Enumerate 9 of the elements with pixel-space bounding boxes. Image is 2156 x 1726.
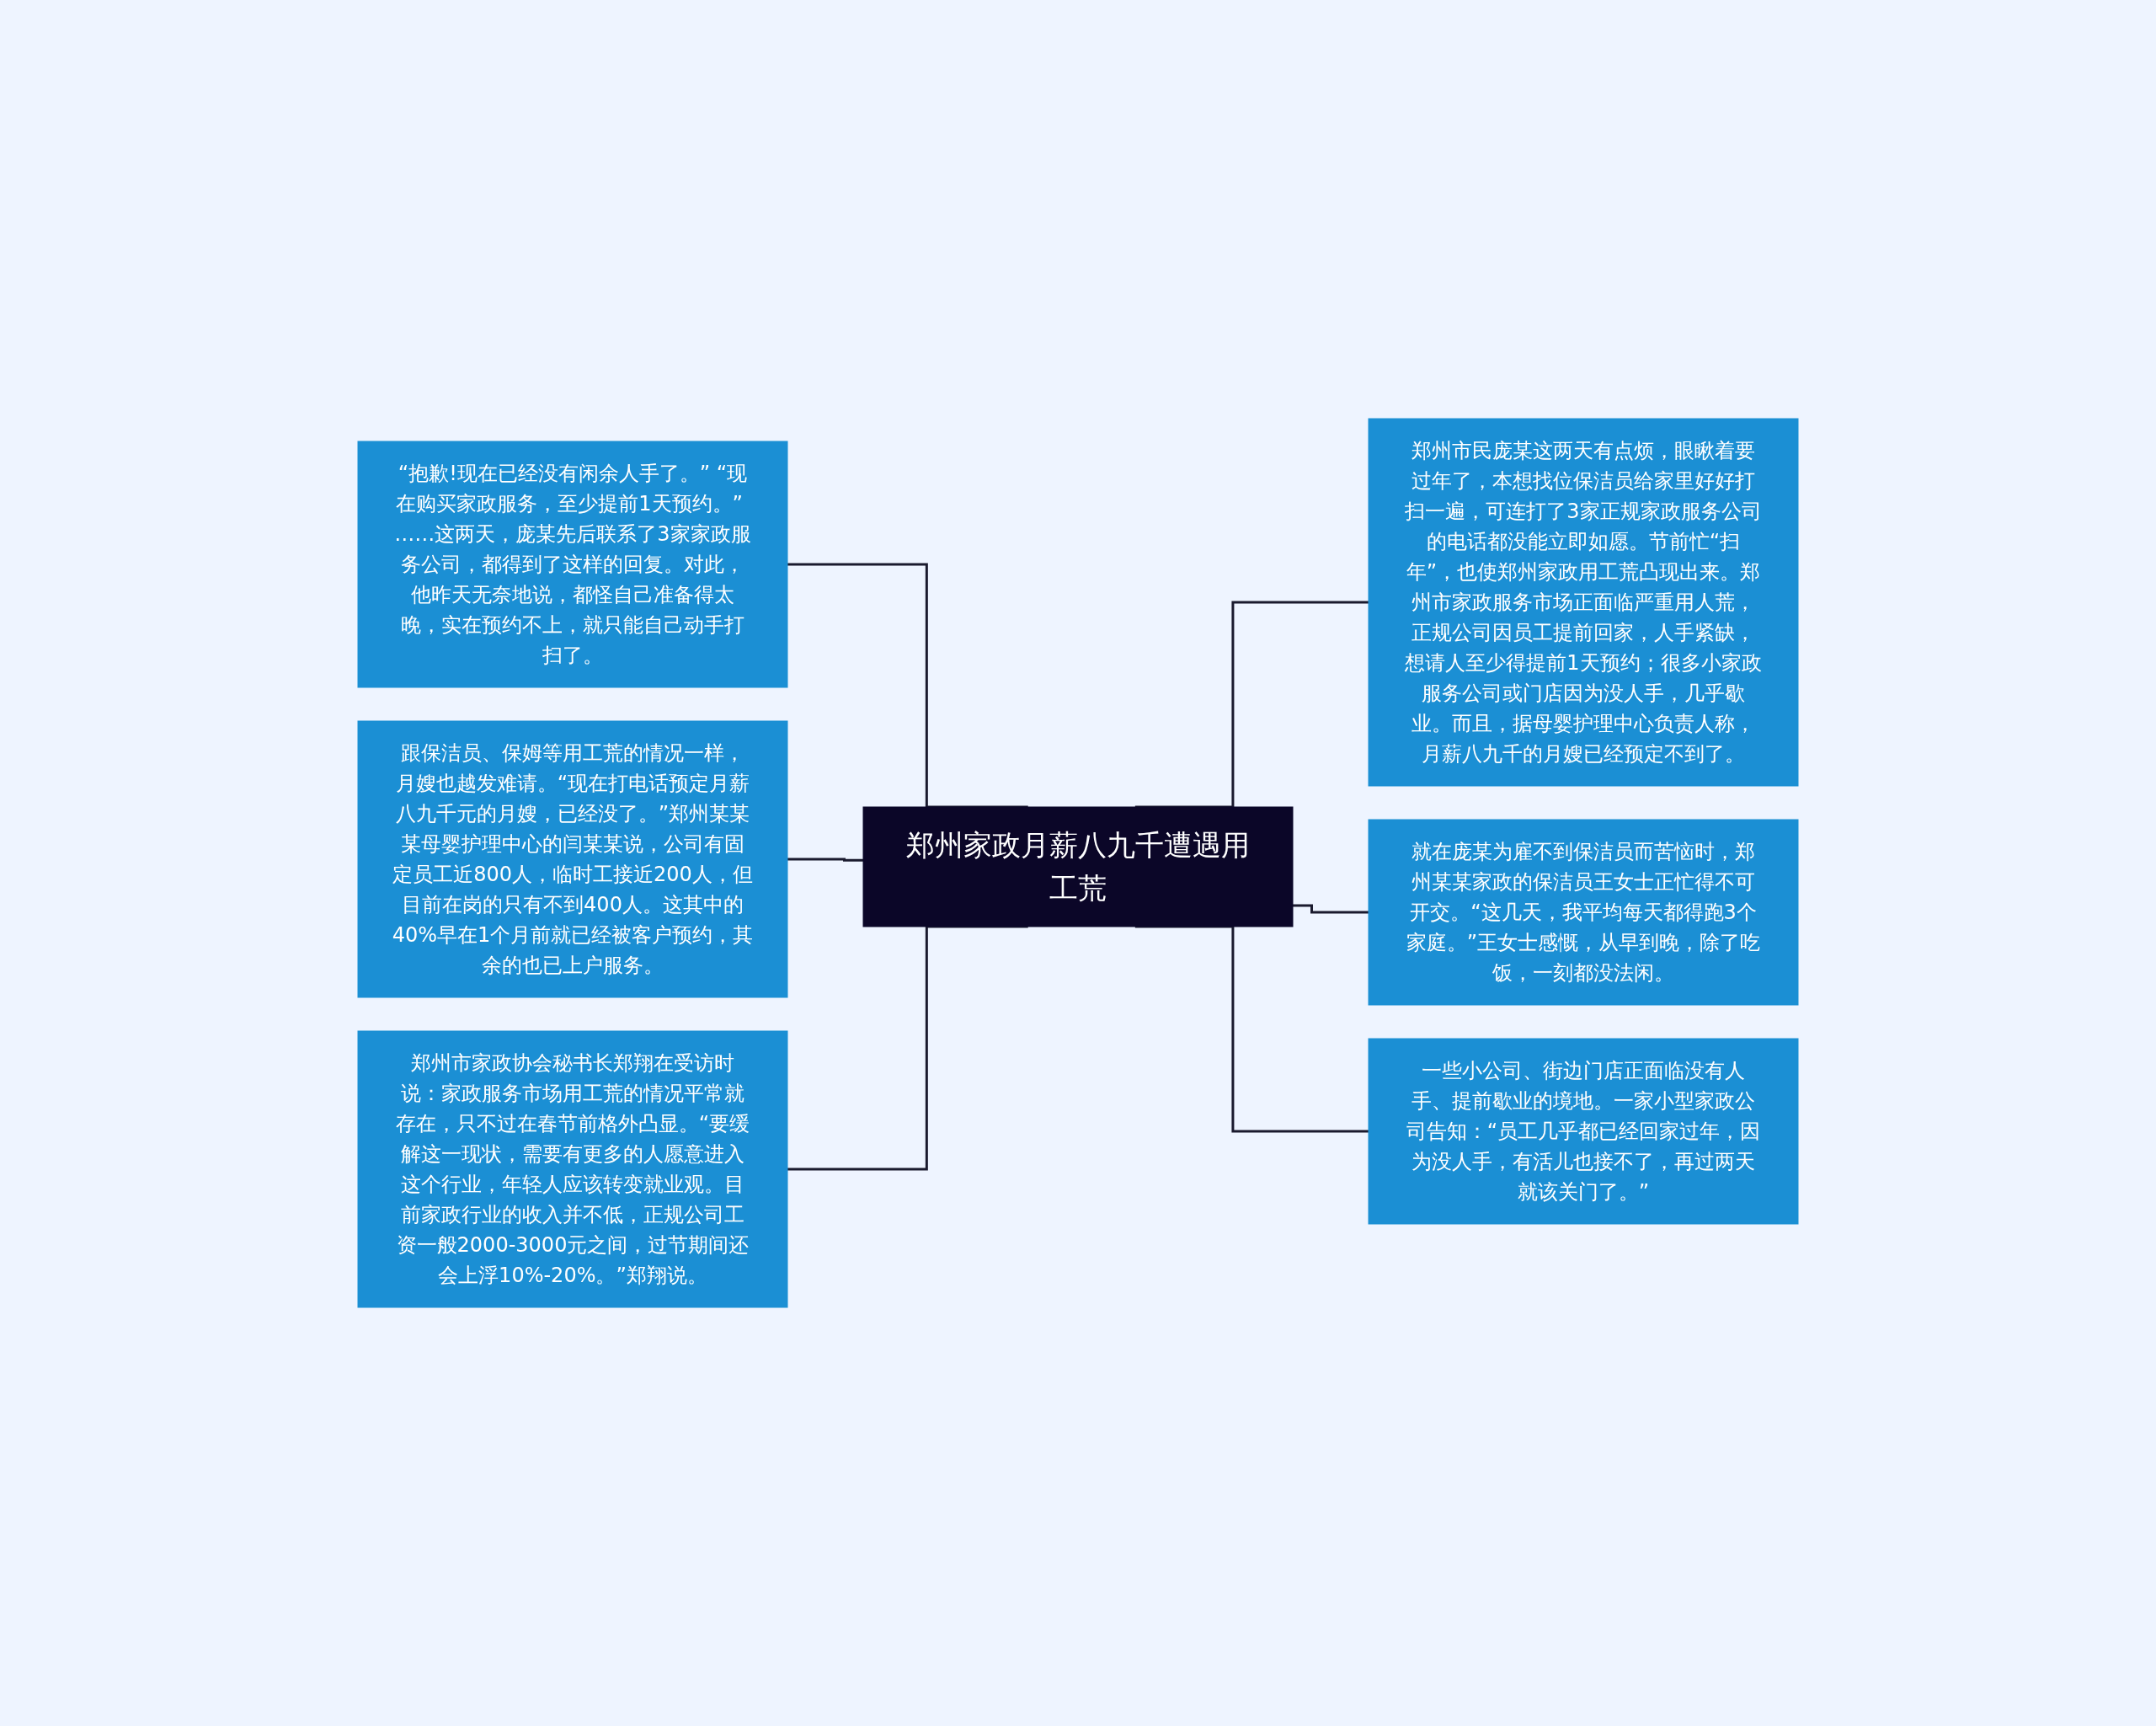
node-box: “抱歉!现在已经没有闲余人手了。” “现在购买家政服务，至少提前1天预约。” ……这两天，庞某先后联系了3家家政服务公司，都得到了这样的回复。对此，他昨天无奈地说，都怪自己准备得太晚，实在预约不上，就只能自己动手打扫了。 xyxy=(357,441,788,688)
node-box: 郑州市家政协会秘书长郑翔在受访时说：家政服务市场用工荒的情况平常就存在，只不过在春节前格外凸显。“要缓解这一现状，需要有更多的人愿意进入这个行业，年轻人应该转变就业观。目前家政行业的收入并不低，正规公司工资一般2000-3000元之间，过节期间还会上浮10%-20%。”郑翔说。 xyxy=(357,1030,788,1308)
node-box: 跟保洁员、保姆等用工荒的情况一样，月嫂也越发难请。“现在打电话预定月薪八九千元的月嫂，已经没了。”郑州某某某母婴护理中心的闫某某说，公司有固定员工近800人，临时工接近200人，但目前在岗的只有不到400人。这其中的40%早在1个月前就已经被客户预约，其余的也已上户服务。 xyxy=(357,720,788,998)
node-box: 郑州家政月薪八九千遭遇用工荒 xyxy=(862,806,1294,927)
connector xyxy=(1293,904,1369,914)
node-box: 就在庞某为雇不到保洁员而苦恼时，郑州某某家政的保洁员王女士正忙得不可开交。“这几天，我平均每天都得跑3个家庭。”王女士感慨，从早到晚，除了吃饭，一刻都没法闲。 xyxy=(1368,819,1799,1006)
node-box: 一些小公司、街边门店正面临没有人手、提前歇业的境地。一家小型家政公司告知：“员工几乎都已经回家过年，因为没人手，有活儿也接不了，再过两天就该关门了。” xyxy=(1368,1038,1799,1225)
connector xyxy=(787,858,863,862)
node-box: 郑州市民庞某这两天有点烦，眼瞅着要过年了，本想找位保洁员给家里好好打扫一遍，可连打了3家正规家政服务公司的电话都没能立即如愿。节前忙“扫年”，也使郑州家政用工荒凸现出来。郑州市家政服务市场正面临严重用人荒，正规公司因员工提前回家，人手紧缺，想请人至少得提前1天预约；很多小家政服务公司或门店因为没人手，几乎歇业。而且，据母婴护理中心负责人称，月薪八九千的月嫂已经预定不到了。 xyxy=(1368,418,1799,787)
